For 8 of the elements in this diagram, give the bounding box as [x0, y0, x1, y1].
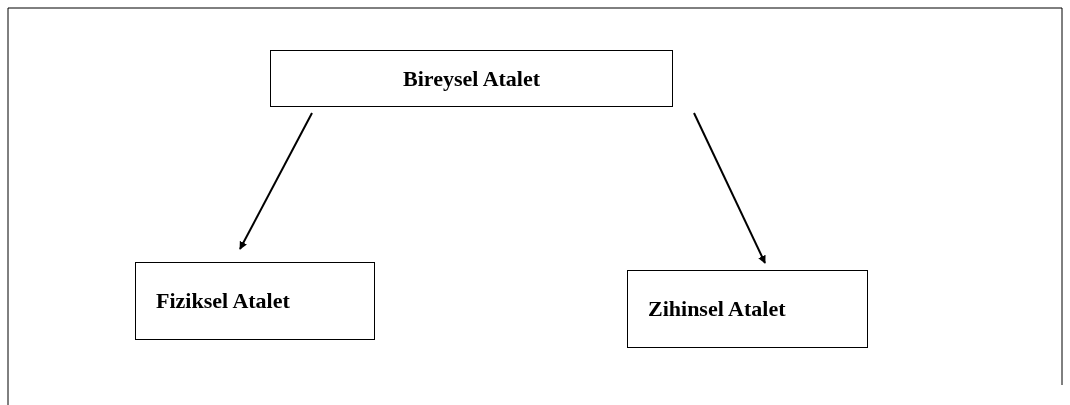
box-label: Bireysel Atalet: [403, 65, 541, 92]
process-box: [135, 262, 375, 340]
process-box: [627, 270, 868, 348]
box-label: Fiziksel Atalet: [156, 288, 290, 314]
process-box: [270, 50, 673, 107]
box-label: Zihinsel Atalet: [648, 296, 786, 322]
arrow: [693, 112, 766, 264]
arrow: [239, 112, 313, 250]
